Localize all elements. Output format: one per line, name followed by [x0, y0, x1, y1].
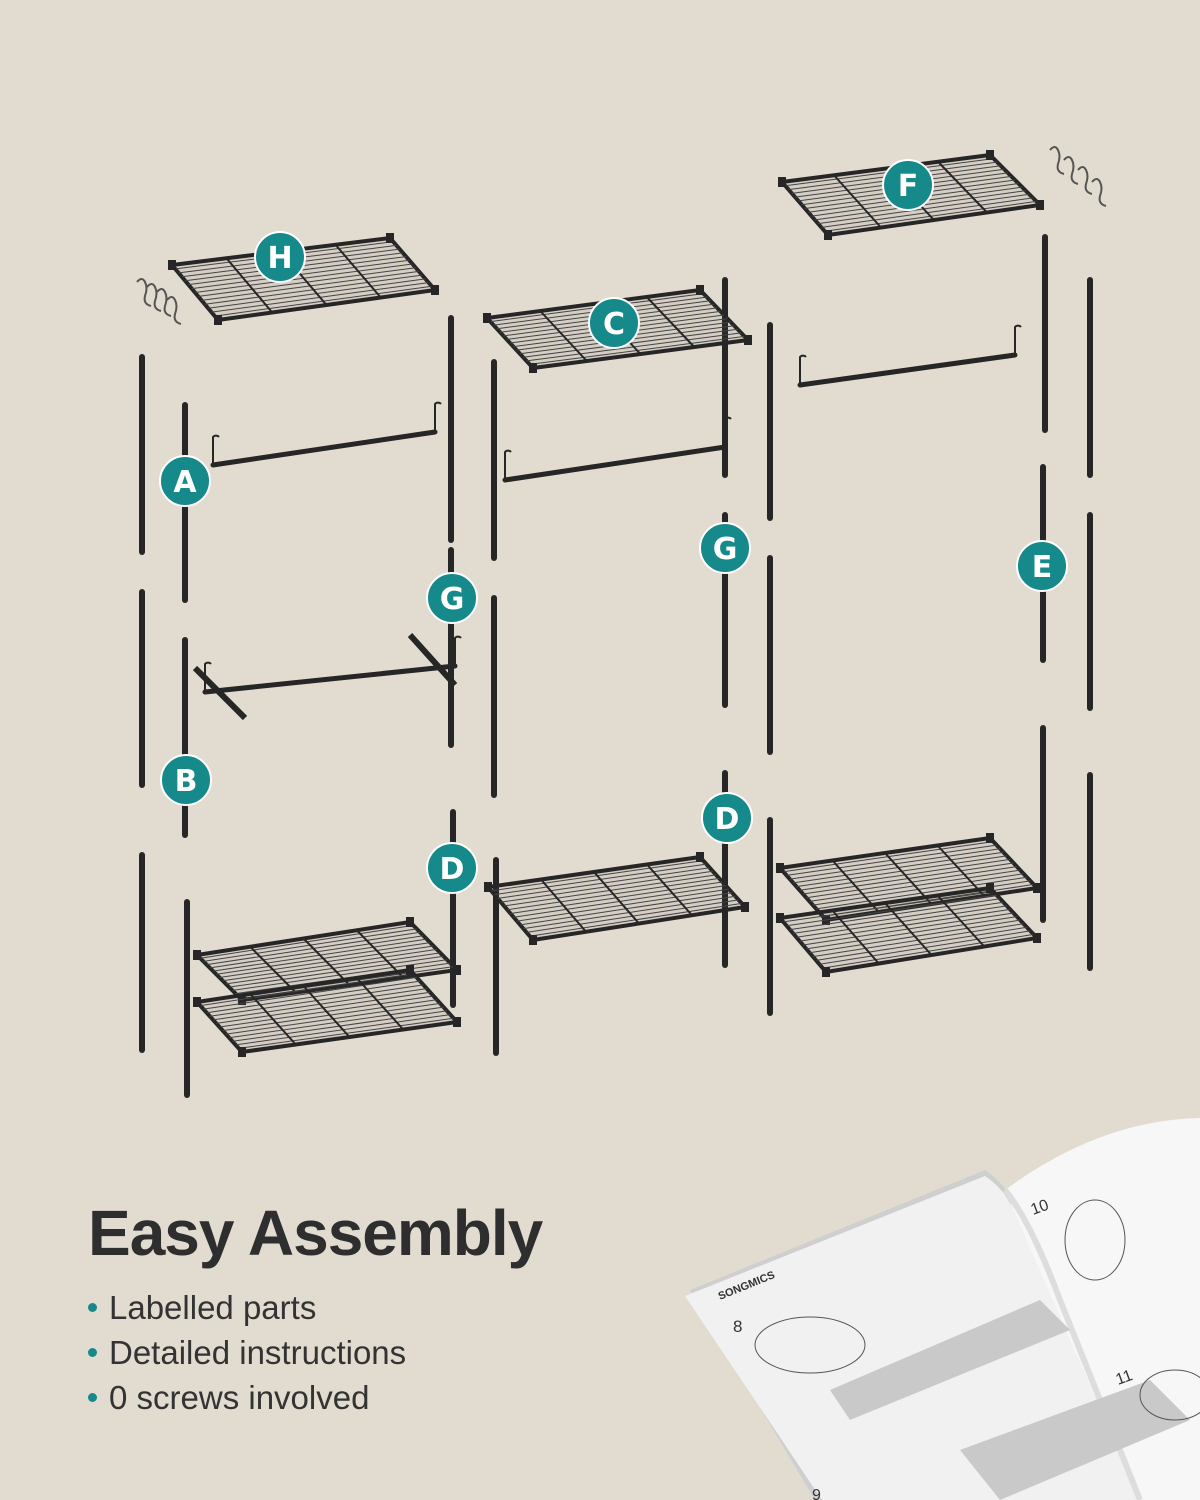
- manual-step-number: 8: [733, 1317, 742, 1336]
- bullet-icon: [88, 1303, 97, 1312]
- feature-text: 0 screws involved: [109, 1379, 370, 1416]
- part-label: D: [715, 802, 740, 837]
- feature-text: Detailed instructions: [109, 1334, 407, 1371]
- s-hooks: [136, 146, 1107, 325]
- part-label: E: [1032, 550, 1053, 585]
- part-label-badge: F: [882, 159, 934, 211]
- hanging-rod: [502, 444, 728, 483]
- part-label: F: [898, 169, 919, 204]
- wire-shelf: [776, 833, 1042, 925]
- hanging-rod: [210, 429, 438, 468]
- part-label-badge: A: [159, 455, 211, 507]
- wire-shelf: [192, 917, 462, 1005]
- s-hook: [136, 278, 152, 307]
- part-label-badge: B: [160, 754, 212, 806]
- s-hook: [1063, 156, 1079, 185]
- part-label-badge: D: [701, 792, 753, 844]
- bullet-icon: [88, 1348, 97, 1357]
- part-label: B: [175, 764, 198, 799]
- part-label: G: [440, 582, 465, 617]
- s-hook: [1049, 146, 1065, 175]
- wire-shelf: [193, 965, 462, 1057]
- feature-item: Detailed instructions: [88, 1330, 406, 1375]
- page-title: Easy Assembly: [88, 1197, 543, 1269]
- part-label-badge: E: [1016, 540, 1068, 592]
- s-hook: [146, 283, 162, 312]
- feature-list: Labelled parts Detailed instructions 0 s…: [88, 1285, 406, 1420]
- manual-step-number: 10: [1029, 1197, 1052, 1219]
- part-label-badge: C: [588, 297, 640, 349]
- s-hook: [1077, 166, 1093, 195]
- part-label-badge: G: [426, 572, 478, 624]
- feature-text: Labelled parts: [109, 1289, 317, 1326]
- manual-step-number: 9: [812, 1487, 821, 1500]
- s-hook: [156, 288, 172, 317]
- s-hook: [1091, 178, 1107, 207]
- wire-shelves: [168, 150, 1045, 1057]
- part-label: A: [173, 465, 197, 500]
- feature-item: Labelled parts: [88, 1285, 406, 1330]
- wire-shelf: [776, 883, 1042, 977]
- instruction-manual: SONGMICS 8 10 11 9: [685, 1118, 1200, 1500]
- part-label-badge: G: [699, 522, 751, 574]
- part-label: C: [603, 307, 625, 342]
- s-hook: [166, 296, 182, 325]
- part-label: D: [440, 852, 465, 887]
- bullet-icon: [88, 1393, 97, 1402]
- hanging-rods: [192, 324, 1022, 721]
- hanging-rod: [797, 352, 1018, 388]
- part-label: H: [267, 241, 292, 276]
- hanging-rod: [202, 663, 458, 695]
- feature-item: 0 screws involved: [88, 1375, 406, 1420]
- part-label-badge: D: [426, 842, 478, 894]
- wire-shelf: [484, 852, 749, 945]
- part-label-badge: H: [254, 231, 306, 283]
- manual-step-number: 11: [1114, 1367, 1136, 1389]
- part-label: G: [713, 532, 738, 567]
- part-labels: H C F A G B D G D E: [159, 159, 1068, 894]
